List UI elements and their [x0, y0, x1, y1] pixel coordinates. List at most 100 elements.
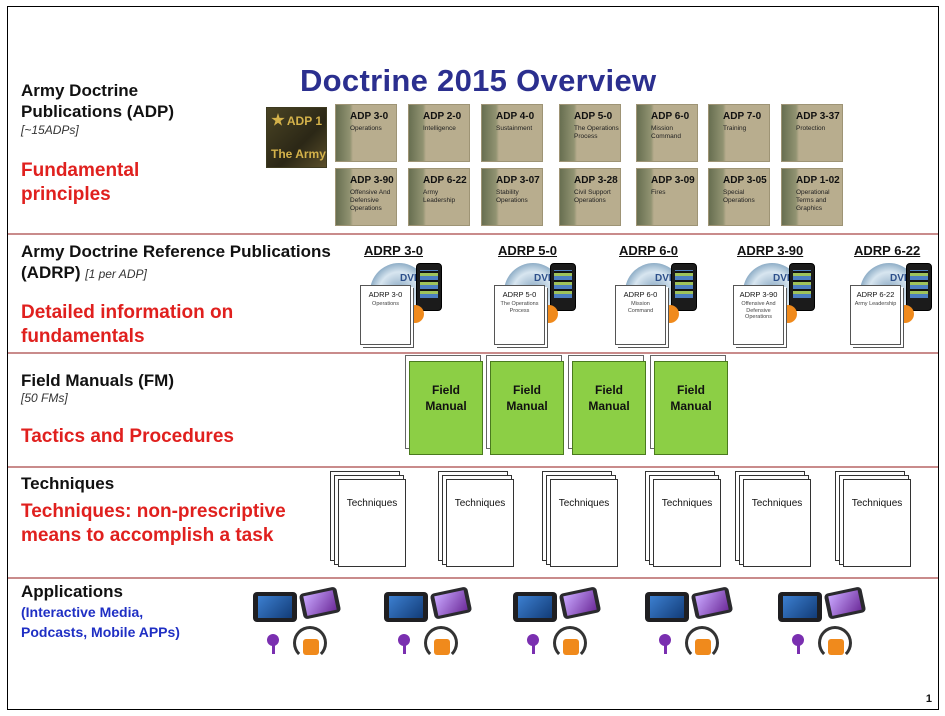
rss-icon [434, 639, 450, 655]
adrp-description-line1: Detailed information on [21, 302, 234, 323]
tablet-icon [298, 586, 342, 620]
applications-line1: (Interactive Media, [21, 604, 144, 620]
dvd-label: DVD [890, 273, 912, 284]
adp-tile-subtitle: Protection [796, 125, 826, 132]
adp-tile-subtitle: Operations [350, 125, 382, 132]
adrp-doc-subtitle: Offensive And Defensive Operations [741, 301, 776, 321]
mobile-phone-icon [671, 263, 697, 311]
adp-cover-subtitle: The Army [271, 147, 326, 161]
techniques-document: Techniques [446, 479, 514, 567]
fm-note: [50 FMs] [21, 391, 68, 406]
rss-headphones-icon [424, 626, 458, 660]
applications-label: Applications [21, 582, 124, 601]
fm-description: Tactics and Procedures [21, 426, 234, 447]
techniques-document: Techniques [653, 479, 721, 567]
field-manual-line2: Manual [670, 399, 712, 414]
adrp-label-line1: Army Doctrine Reference Publications [21, 242, 331, 261]
adrp-code-label: ADRP 3-90 [737, 243, 804, 258]
adrp-description-line2: fundamentals [21, 325, 145, 347]
techniques-doc-label: Techniques [751, 498, 803, 509]
tablet-icon [558, 586, 602, 620]
rss-icon [695, 639, 711, 655]
section-divider [8, 233, 938, 235]
rss-headphones-icon [818, 626, 852, 660]
adp-description-line1: Fundamental [21, 160, 140, 181]
application-icons[interactable] [778, 586, 878, 670]
application-icons[interactable] [253, 586, 353, 670]
field-manual-line1: Field [594, 383, 623, 397]
tablet-icon [513, 592, 557, 622]
rss-headphones-icon [293, 626, 327, 660]
fm-label-text: Field Manuals (FM) [21, 371, 174, 390]
adrp-code-label: ADRP 6-0 [619, 243, 679, 258]
techniques-document-stack[interactable]: Techniques [835, 471, 911, 567]
adp-description-line2: principles [21, 183, 111, 205]
podcast-icon [396, 634, 412, 656]
adrp-doc-code: ADRP 6-22 [856, 290, 895, 299]
techniques-document-stack[interactable]: Techniques [542, 471, 618, 567]
adp-tile-code: ADP 2-0 [423, 111, 462, 122]
section-divider [8, 577, 938, 579]
adp-tile-code: ADP 7-0 [723, 111, 762, 122]
rss-icon [303, 639, 319, 655]
techniques-description-line1: Techniques: non-prescriptive [21, 501, 286, 522]
adp-tile-code: ADP 3-07 [496, 175, 540, 186]
army-star-icon [271, 113, 285, 126]
field-manual-line1: Field [512, 383, 541, 397]
adp-tile-subtitle: Stability Operations [496, 189, 528, 204]
adp-tile-subtitle: Intelligence [423, 125, 456, 132]
application-icons[interactable] [384, 586, 484, 670]
techniques-document-stack[interactable]: Techniques [438, 471, 514, 567]
techniques-document-stack[interactable]: Techniques [735, 471, 811, 567]
adp-1-cover[interactable]: ADP 1 The Army [266, 107, 327, 168]
adp-cover-code: ADP 1 [286, 114, 322, 128]
field-manual-line1: Field [431, 383, 460, 397]
adrp-code-label: ADRP 6-22 [854, 243, 921, 258]
tablet-icon [645, 592, 689, 622]
field-manual-line2: Manual [425, 399, 467, 414]
techniques-document-stack[interactable]: Techniques [645, 471, 721, 567]
page-number: 1 [925, 693, 932, 705]
adp-tile-subtitle: Special Operations [723, 189, 755, 204]
mobile-phone-icon [789, 263, 815, 311]
adp-tile-subtitle: Training [723, 125, 747, 132]
techniques-document: Techniques [550, 479, 618, 567]
field-manual-line1: Field [676, 383, 705, 397]
adrp-doc-subtitle: Mission Command [627, 301, 654, 314]
adp-tile-code: ADP 3-37 [796, 111, 840, 122]
rss-headphones-icon [553, 626, 587, 660]
adrp-code-label: ADRP 3-0 [364, 243, 424, 258]
application-icons[interactable] [645, 586, 745, 670]
application-icons[interactable] [513, 586, 613, 670]
adp-tile-subtitle: Civil Support Operations [574, 189, 611, 204]
adp-tile-code: ADP 6-0 [651, 111, 690, 122]
tablet-icon [823, 586, 867, 620]
techniques-document-stack[interactable]: Techniques [330, 471, 406, 567]
mobile-phone-icon [416, 263, 442, 311]
rss-icon [828, 639, 844, 655]
techniques-label: Techniques [21, 474, 115, 493]
